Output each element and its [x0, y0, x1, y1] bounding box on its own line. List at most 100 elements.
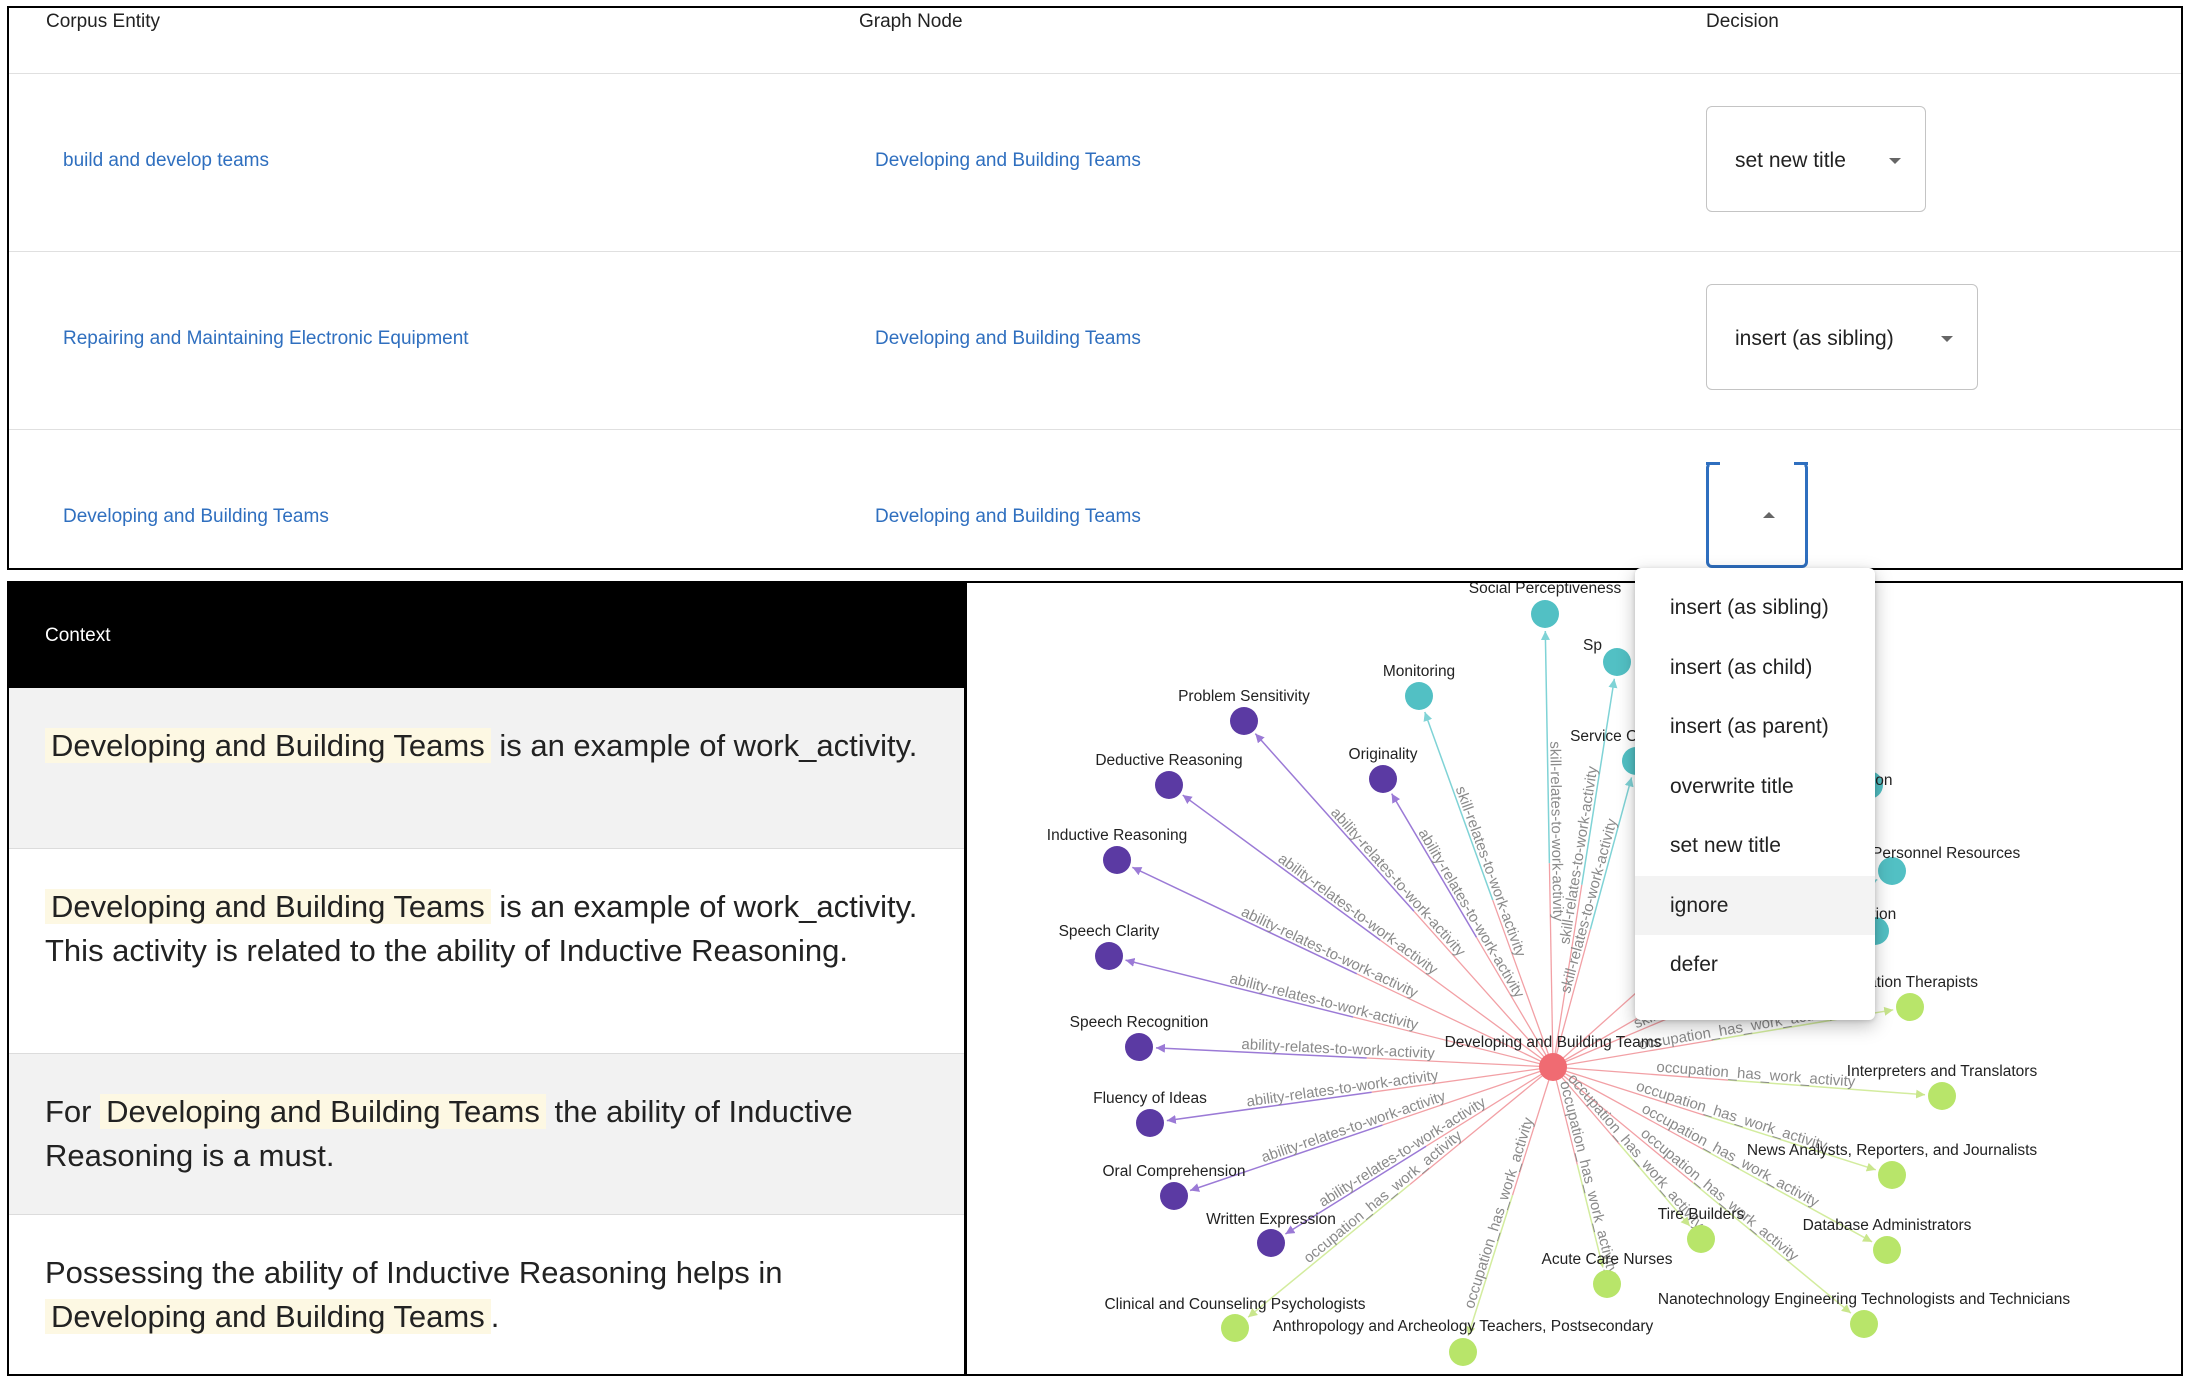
graph-node-occupation[interactable]: [1221, 1314, 1249, 1342]
graph-node-link[interactable]: Developing and Building Teams: [875, 328, 1141, 349]
graph-edge: [1423, 711, 1494, 901]
menu-item-ignore[interactable]: ignore: [1635, 875, 1875, 935]
graph-edge: [1353, 1016, 1554, 1068]
menu-item-insert-sibling[interactable]: insert (as sibling): [1670, 596, 1829, 619]
graph-node-skill[interactable]: [1405, 682, 1433, 710]
graph-edge-label: occupation_has_work_activity: [1656, 1059, 1856, 1091]
graph-edge: [1552, 1066, 1704, 1150]
decision-select[interactable]: insert (as sibling): [1706, 284, 1978, 390]
corpus-entity-link[interactable]: build and develop teams: [63, 150, 269, 171]
graph-node-ability[interactable]: [1095, 942, 1123, 970]
corpus-entity-link[interactable]: Developing and Building Teams: [63, 506, 329, 527]
graph-edge: [1379, 939, 1554, 1068]
graph-node-label: Sp: [1583, 637, 1602, 654]
graph-node-label: Nanotechnology Engineering Technologists…: [1658, 1291, 2070, 1308]
context-text: is an example of work_activity. This act…: [45, 889, 918, 968]
context-text: Possessing the ability of Inductive Reas…: [45, 1255, 783, 1290]
graph-edge: [1475, 937, 1554, 1068]
graph-node-ability[interactable]: [1103, 846, 1131, 874]
graph-node-label: Speech Recognition: [1070, 1014, 1209, 1031]
context-highlight: Developing and Building Teams: [45, 728, 491, 763]
graph-node-label: Fluency of Ideas: [1093, 1090, 1207, 1107]
decision-select[interactable]: set new title: [1706, 106, 1926, 212]
graph-node-occupation[interactable]: [1928, 1082, 1956, 1110]
graph-node-occupation[interactable]: [1449, 1338, 1477, 1366]
graph-node-link[interactable]: Developing and Building Teams: [875, 150, 1141, 171]
table-row: build and develop teams Developing and B…: [9, 74, 2181, 252]
graph-node-label: ation Therapists: [1868, 974, 1978, 991]
graph-node-label: Speech Clarity: [1059, 923, 1160, 940]
graph-edge-label: skill-relates-to-work-activity: [1546, 741, 1566, 922]
graph-node-occupation[interactable]: [1878, 1161, 1906, 1189]
context-text: For: [45, 1094, 101, 1129]
graph-edge: [1540, 630, 1551, 864]
graph-edge: [1366, 1057, 1554, 1068]
graph-node-ability[interactable]: [1125, 1033, 1153, 1061]
graph-edge: [1552, 1039, 1714, 1068]
graph-node-label: Anthropology and Archeology Teachers, Po…: [1273, 1318, 1654, 1335]
graph-node-center[interactable]: [1539, 1053, 1567, 1081]
table-row: Repairing and Maintaining Electronic Equ…: [9, 252, 2181, 430]
graph-node-label: Personnel Resources: [1872, 845, 2020, 862]
graph-node-label: Social Perceptiveness: [1469, 583, 1622, 597]
corpus-entity-link[interactable]: Repairing and Maintaining Electronic Equ…: [63, 328, 469, 349]
graph-edge: [1548, 863, 1554, 1068]
table-row: Developing and Building Teams Developing…: [9, 430, 2181, 608]
caret-up-icon: [1763, 512, 1775, 518]
graph-node-label: Acute Care Nurses: [1542, 1251, 1673, 1268]
graph-node-occupation[interactable]: [1896, 993, 1924, 1021]
graph-center-label: Developing and Building Teams: [1445, 1034, 1662, 1051]
graph-edge: [1552, 1066, 1706, 1117]
graph-edge: [1581, 678, 1618, 885]
graph-node-ability[interactable]: [1369, 765, 1397, 793]
menu-item-insert-child[interactable]: insert (as child): [1670, 655, 1813, 679]
graph-node-label: Interpreters and Translators: [1847, 1063, 2038, 1080]
graph-edge: [1425, 1066, 1554, 1147]
graph-edge: [1705, 1114, 1877, 1172]
decision-select-value: set new title: [1735, 149, 1846, 172]
graph-edge: [1727, 1079, 1926, 1099]
context-item: Developing and Building Teams is an exam…: [9, 849, 964, 1054]
menu-item-insert-parent[interactable]: insert (as parent): [1670, 715, 1829, 738]
graph-node-occupation[interactable]: [1593, 1270, 1621, 1298]
graph-node-label: Database Administrators: [1803, 1217, 1972, 1234]
graph-node-occupation[interactable]: [1850, 1310, 1878, 1338]
menu-item-overwrite-title[interactable]: overwrite title: [1670, 774, 1794, 798]
graph-node-ability[interactable]: [1136, 1109, 1164, 1137]
graph-edge: [1692, 1182, 1852, 1314]
knowledge-graph[interactable]: skill-relates-to-work-activityskill-rela…: [967, 583, 2183, 1376]
graph-node-skill[interactable]: [1878, 857, 1906, 885]
graph-node-skill[interactable]: [1531, 600, 1559, 628]
context-item: For Developing and Building Teams the ab…: [9, 1054, 964, 1215]
graph-node-ability[interactable]: [1160, 1182, 1188, 1210]
menu-item-defer[interactable]: defer: [1670, 953, 1718, 976]
decision-dropdown-menu: insert (as sibling) insert (as child) in…: [1635, 568, 1875, 1020]
graph-edge: [1409, 1066, 1554, 1185]
graph-edge: [1552, 1066, 1578, 1165]
menu-item-set-new-title[interactable]: set new title: [1670, 834, 1781, 857]
graph-node-label: Problem Sensitivity: [1178, 688, 1310, 705]
decision-select-value: insert (as sibling): [1735, 327, 1894, 350]
graph-edge: [1254, 733, 1415, 912]
entity-decision-table: Corpus Entity Graph Node Decision build …: [7, 6, 2183, 570]
graph-node-occupation[interactable]: [1873, 1236, 1901, 1264]
context-text: the ability of Inductive Reasoning is a …: [45, 1094, 853, 1173]
graph-edge: [1132, 866, 1358, 975]
graph-edge: [1125, 957, 1354, 1018]
graph-node-label: Monitoring: [1383, 663, 1455, 680]
graph-node-occupation[interactable]: [1687, 1225, 1715, 1253]
graph-node-label: Tire Builders: [1658, 1206, 1745, 1223]
graph-edge: [1619, 1143, 1691, 1227]
graph-node-ability[interactable]: [1230, 707, 1258, 735]
decision-select-open[interactable]: [1706, 462, 1808, 568]
graph-node-label: Oral Comprehension: [1102, 1163, 1245, 1180]
graph-edge: [1247, 1183, 1411, 1318]
graph-node-skill[interactable]: [1603, 648, 1631, 676]
graph-edge: [1511, 1066, 1554, 1196]
graph-edge: [1413, 910, 1554, 1068]
graph-node-link[interactable]: Developing and Building Teams: [875, 506, 1141, 527]
graph-node-ability[interactable]: [1155, 771, 1183, 799]
graph-node-ability[interactable]: [1257, 1229, 1285, 1257]
graph-edge: [1552, 929, 1591, 1068]
